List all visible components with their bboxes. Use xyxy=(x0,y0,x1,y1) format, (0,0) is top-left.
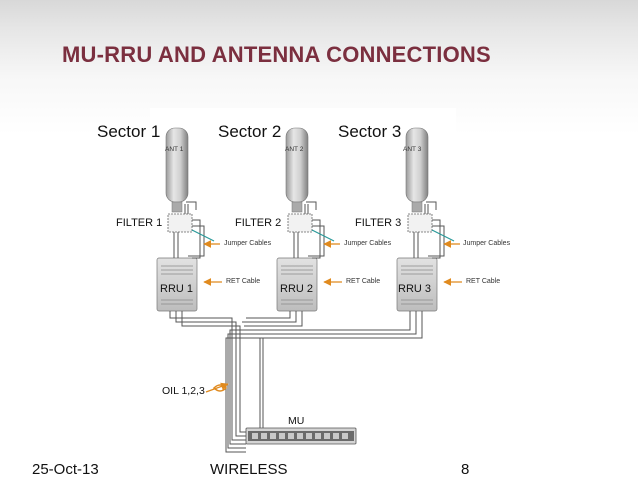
filter-1-icon xyxy=(167,213,193,233)
jumper-pointers xyxy=(191,229,455,242)
jumper-cables-label-3: Jumper Cables xyxy=(463,240,511,247)
oil-arrow xyxy=(205,382,229,393)
jumper-cables-label-1: Jumper Cables xyxy=(224,240,272,247)
rru-1-icon xyxy=(156,257,198,312)
rru-3-icon xyxy=(396,257,438,312)
slide-number: 8 xyxy=(461,461,470,478)
antenna-1-label: ANT 1 xyxy=(165,146,184,153)
footer-date: 25-Oct-13 xyxy=(32,461,99,478)
antenna-3-icon xyxy=(405,127,429,203)
antenna-2-label: ANT 2 xyxy=(285,146,304,153)
antenna-2-bracket xyxy=(291,201,303,213)
filter-1-label: FILTER 1 xyxy=(116,217,163,229)
sector-2-equipment xyxy=(276,127,325,312)
mu-label: MU xyxy=(288,415,305,427)
antenna-1-icon xyxy=(165,127,189,203)
antenna-3-bracket xyxy=(411,201,423,213)
filter-3-label: FILTER 3 xyxy=(355,217,402,229)
antenna-1-bracket xyxy=(171,201,183,213)
jumper-cables-label-2: Jumper Cables xyxy=(344,240,392,247)
ret-cable-label-2: RET Cable xyxy=(346,278,381,285)
antenna-2-icon xyxy=(285,127,309,203)
antenna-3-label: ANT 3 xyxy=(403,146,422,153)
oil-label: OIL 1,2,3 xyxy=(162,385,205,397)
rru-1-label: RRU 1 xyxy=(160,283,194,295)
mu-unit-icon xyxy=(245,427,357,445)
ret-cable-label-3: RET Cable xyxy=(466,278,501,285)
filter-3-icon xyxy=(407,213,433,233)
sector-3-equipment xyxy=(396,127,445,312)
ret-cable-label-1: RET Cable xyxy=(226,278,261,285)
sector-3-label: Sector 3 xyxy=(338,122,402,141)
rru-2-label: RRU 2 xyxy=(280,283,314,295)
filter-2-label: FILTER 2 xyxy=(235,217,282,229)
rru-2-icon xyxy=(276,257,318,312)
filter-2-icon xyxy=(287,213,313,233)
sector-2-label: Sector 2 xyxy=(218,122,282,141)
callout-arrows xyxy=(203,240,462,286)
footer-center-text: WIRELESS xyxy=(210,461,288,478)
rru-3-label: RRU 3 xyxy=(398,283,432,295)
oil-cable-run xyxy=(169,311,423,453)
slide-title: MU-RRU AND ANTENNA CONNECTIONS xyxy=(62,42,491,67)
sector-1-equipment xyxy=(156,127,205,312)
sector-1-label: Sector 1 xyxy=(97,122,161,141)
